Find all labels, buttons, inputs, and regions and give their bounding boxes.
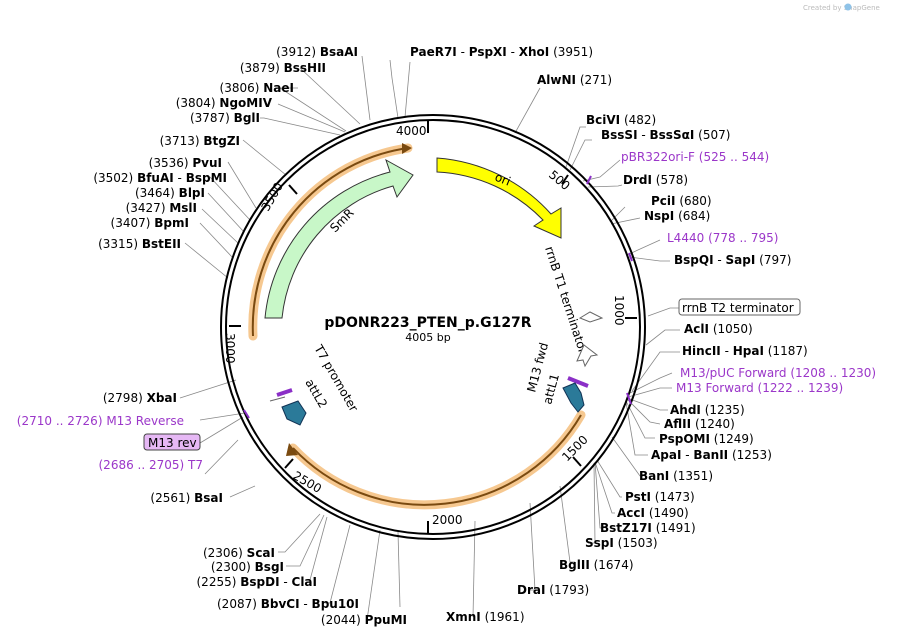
credit-text: Created by SnapGene bbox=[803, 4, 880, 12]
label-acci[interactable]: AccI (1490) bbox=[617, 506, 689, 520]
label-bstz17i[interactable]: BstZ17I (1491) bbox=[600, 521, 696, 535]
label-bspdi-clai[interactable]: (2255) BspDI - ClaI bbox=[197, 575, 318, 589]
label-m13-puc-forward[interactable]: M13/pUC Forward (1208 .. 1230) bbox=[680, 366, 876, 380]
attl2-feature[interactable] bbox=[281, 400, 307, 426]
label-nspi[interactable]: NspI (684) bbox=[644, 209, 710, 223]
t7-line bbox=[269, 396, 286, 402]
attl2-label: attL2 bbox=[302, 377, 330, 411]
arrow-icon bbox=[286, 443, 298, 456]
left-labels: (3912) BsaAI (3879) BssHII (3806) NaeI (… bbox=[17, 45, 407, 627]
label-psti[interactable]: PstI (1473) bbox=[625, 490, 695, 504]
label-pbr322ori-f[interactable]: pBR322ori-F (525 .. 544) bbox=[621, 150, 769, 164]
label-m13-forward[interactable]: M13 Forward (1222 .. 1239) bbox=[676, 381, 843, 395]
label-btgzi[interactable]: (3713) BtgZI bbox=[160, 134, 240, 148]
insert-arc-bottom-line bbox=[292, 414, 582, 506]
label-acli[interactable]: AclI (1050) bbox=[684, 322, 753, 336]
label-xbai[interactable]: (2798) XbaI bbox=[103, 391, 177, 405]
backbone-inner bbox=[225, 119, 641, 535]
m13-rev-label: M13 rev bbox=[148, 436, 197, 450]
label-scai[interactable]: (2306) ScaI bbox=[203, 546, 275, 560]
label-bsshii[interactable]: (3879) BssHII bbox=[240, 61, 326, 75]
plasmid-name: pDONR223_PTEN_p.G127R bbox=[324, 315, 531, 331]
label-t7[interactable]: (2686 .. 2705) T7 bbox=[99, 458, 204, 472]
label-m13-reverse[interactable]: (2710 .. 2726) M13 Reverse bbox=[17, 414, 184, 428]
tick-marks bbox=[229, 121, 637, 533]
label-hincii-hpai[interactable]: HincII - HpaI (1187) bbox=[682, 344, 808, 358]
label-bsaai[interactable]: (3912) BsaAI bbox=[276, 45, 358, 59]
tick-label: 1000 bbox=[612, 295, 626, 326]
label-bfuai-bspmi[interactable]: (3502) BfuAI - BspMI bbox=[93, 171, 227, 185]
label-pcii[interactable]: PciI (680) bbox=[651, 194, 712, 208]
arrow-icon bbox=[402, 143, 412, 154]
snapgene-logo-icon bbox=[844, 3, 852, 11]
label-bcivi[interactable]: BciVI (482) bbox=[586, 113, 656, 127]
label-naei[interactable]: (3806) NaeI bbox=[220, 81, 294, 95]
label-bsteii[interactable]: (3315) BstEII bbox=[98, 237, 181, 251]
attl1-label: attL1 bbox=[540, 372, 562, 406]
plasmid-length: 4005 bp bbox=[405, 331, 450, 344]
label-bbvci-bpu10i[interactable]: (2087) BbvCI - Bpu10I bbox=[217, 597, 359, 611]
m13-fwd-feature[interactable] bbox=[567, 376, 589, 388]
t7-promoter-feature[interactable] bbox=[276, 388, 293, 397]
rrnb-t1-feature[interactable] bbox=[576, 344, 599, 368]
label-blpi[interactable]: (3464) BlpI bbox=[135, 186, 205, 200]
label-bsai[interactable]: (2561) BsaI bbox=[150, 491, 223, 505]
ori-label: ori bbox=[493, 170, 513, 189]
right-labels: BciVI (482) BssSI - BssSαI (507) pBR322o… bbox=[446, 113, 876, 624]
rrnb-t2-label: rrnB T2 terminator bbox=[682, 301, 794, 315]
label-ngomiv[interactable]: (3804) NgoMIV bbox=[176, 96, 273, 110]
rrnb-t1-label: rrnB T1 terminator bbox=[542, 245, 590, 356]
backbone-outer bbox=[220, 114, 646, 540]
label-ppumi[interactable]: (2044) PpuMI bbox=[321, 613, 407, 627]
tick-label: 2000 bbox=[432, 513, 463, 527]
label-ahdi[interactable]: AhdI (1235) bbox=[670, 403, 745, 417]
label-sspi[interactable]: SspI (1503) bbox=[585, 536, 658, 550]
m13-rev-box[interactable] bbox=[143, 433, 201, 451]
label-xmni[interactable]: XmnI (1961) bbox=[446, 610, 525, 624]
tick-label: 3000 bbox=[223, 333, 237, 364]
smr-feature[interactable] bbox=[264, 158, 414, 319]
label-bsgi[interactable]: (2300) BsgI bbox=[211, 560, 284, 574]
label-drai[interactable]: DraI (1793) bbox=[517, 583, 589, 597]
label-bani[interactable]: BanI (1351) bbox=[639, 469, 713, 483]
label-pspomi[interactable]: PspOMI (1249) bbox=[659, 432, 754, 446]
label-msli[interactable]: (3427) MslI bbox=[126, 201, 197, 215]
rrnb-t2-feature[interactable] bbox=[578, 311, 604, 323]
label-apai-banii[interactable]: ApaI - BanII (1253) bbox=[651, 448, 772, 462]
label-bsssi[interactable]: BssSI - BssSαI (507) bbox=[601, 128, 730, 142]
primer-markers bbox=[243, 175, 633, 419]
label-paer7i-pspxi-xhoi[interactable]: PaeR7I - PspXI - XhoI (3951) bbox=[410, 45, 593, 59]
label-drdi[interactable]: DrdI (578) bbox=[623, 173, 688, 187]
label-alwni[interactable]: AlwNI (271) bbox=[537, 73, 612, 87]
label-bpmi[interactable]: (3407) BpmI bbox=[111, 216, 189, 230]
label-bspqi-sapi[interactable]: BspQI - SapI (797) bbox=[674, 253, 791, 267]
rrnb-t2-box[interactable] bbox=[678, 298, 801, 316]
label-bgli[interactable]: (3787) BglI bbox=[190, 111, 260, 125]
ori-feature[interactable] bbox=[436, 157, 562, 239]
insert-arc-bottom bbox=[288, 410, 586, 510]
tick-label: 4000 bbox=[396, 124, 427, 138]
label-pvui[interactable]: (3536) PvuI bbox=[149, 156, 222, 170]
label-bglii[interactable]: BglII (1674) bbox=[559, 558, 634, 572]
attl1-feature[interactable] bbox=[562, 382, 585, 413]
label-l4440[interactable]: L4440 (778 .. 795) bbox=[667, 231, 779, 245]
label-aflii[interactable]: AflII (1240) bbox=[664, 417, 735, 431]
tick-label: 3500 bbox=[258, 180, 285, 213]
insert-arc-top-line bbox=[251, 147, 409, 337]
